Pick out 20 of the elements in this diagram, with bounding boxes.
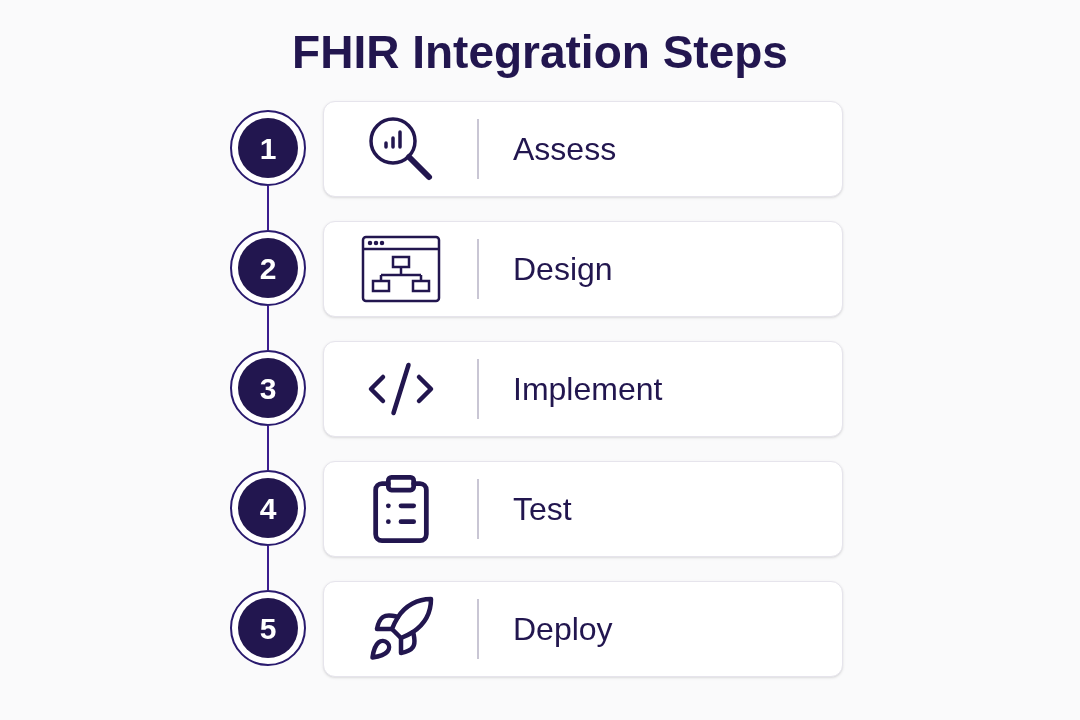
step-label: Assess — [513, 130, 617, 169]
connector-line — [267, 425, 269, 471]
connector-line — [267, 185, 269, 231]
step-label: Design — [513, 250, 613, 289]
connector-line — [267, 545, 269, 591]
step-label: Deploy — [513, 610, 613, 649]
step-card — [323, 221, 843, 317]
step-number: 3 — [259, 370, 277, 407]
step-label: Test — [513, 490, 572, 529]
step-number: 4 — [259, 490, 277, 527]
step-card — [323, 581, 843, 677]
step-card — [323, 341, 843, 437]
step-number: 1 — [259, 130, 277, 167]
step-number: 2 — [259, 250, 277, 287]
connector-line — [267, 305, 269, 351]
step-card — [323, 461, 843, 557]
title: FHIR Integration Steps — [291, 25, 789, 80]
step-label: Implement — [513, 370, 663, 409]
step-number: 5 — [259, 610, 277, 647]
step-card — [323, 101, 843, 197]
